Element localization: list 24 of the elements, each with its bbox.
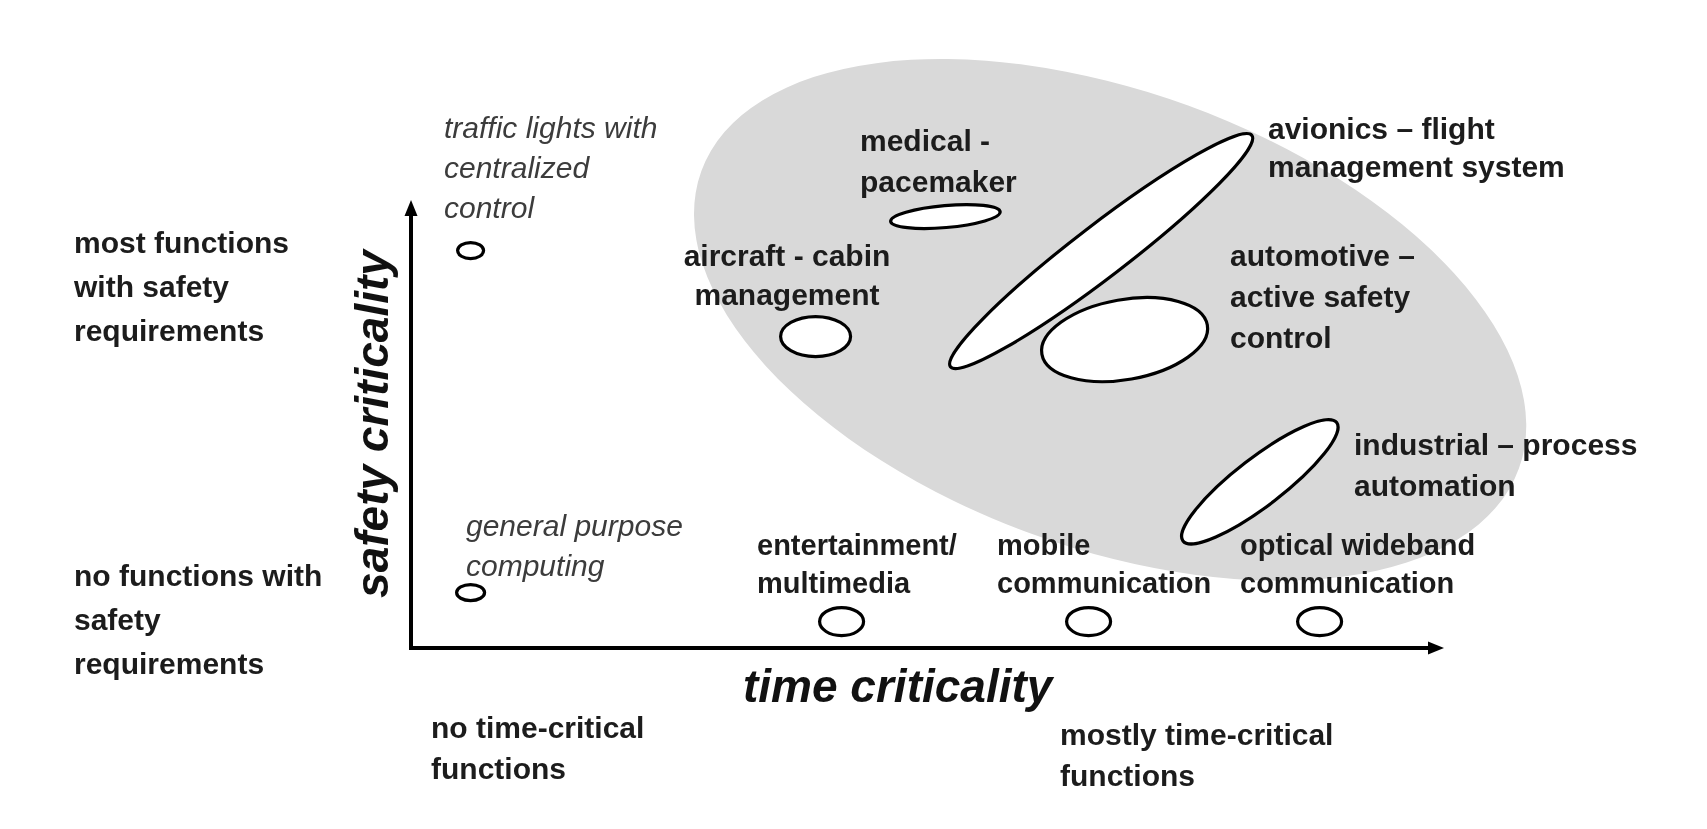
y-axis-title: safety criticality (345, 250, 398, 598)
x-level-label: no time-critical functions (431, 710, 646, 788)
application-ellipse (779, 315, 853, 359)
application-ellipse (818, 606, 866, 638)
application-ellipse (1065, 606, 1113, 638)
application-ellipse (1296, 606, 1344, 638)
system-label: avionics – flight management system (1268, 110, 1566, 185)
application-ellipse (888, 203, 1002, 231)
x-axis-title: time criticality (743, 660, 1055, 713)
application-ellipse (456, 241, 486, 261)
system-label: entertainment/ multimedia (757, 527, 958, 601)
system-label: mobile communication (997, 527, 1213, 601)
system-label: automotive – active safety control (1230, 238, 1417, 357)
system-label: general purpose computing (466, 507, 684, 584)
y-level-label: no functions with safety requirements (74, 557, 324, 682)
system-label: aircraft - cabin management (682, 238, 892, 314)
system-label: medical - pacemaker (860, 123, 1018, 201)
system-label: optical wideband communication (1240, 527, 1477, 601)
y-level-label: most functions with safety requirements (74, 224, 290, 349)
system-label: industrial – process automation (1354, 427, 1639, 505)
application-ellipse (455, 583, 487, 603)
x-level-label: mostly time-critical functions (1060, 717, 1335, 795)
application-ellipse (1040, 296, 1210, 384)
system-label: traffic lights with centralized control (444, 109, 659, 226)
